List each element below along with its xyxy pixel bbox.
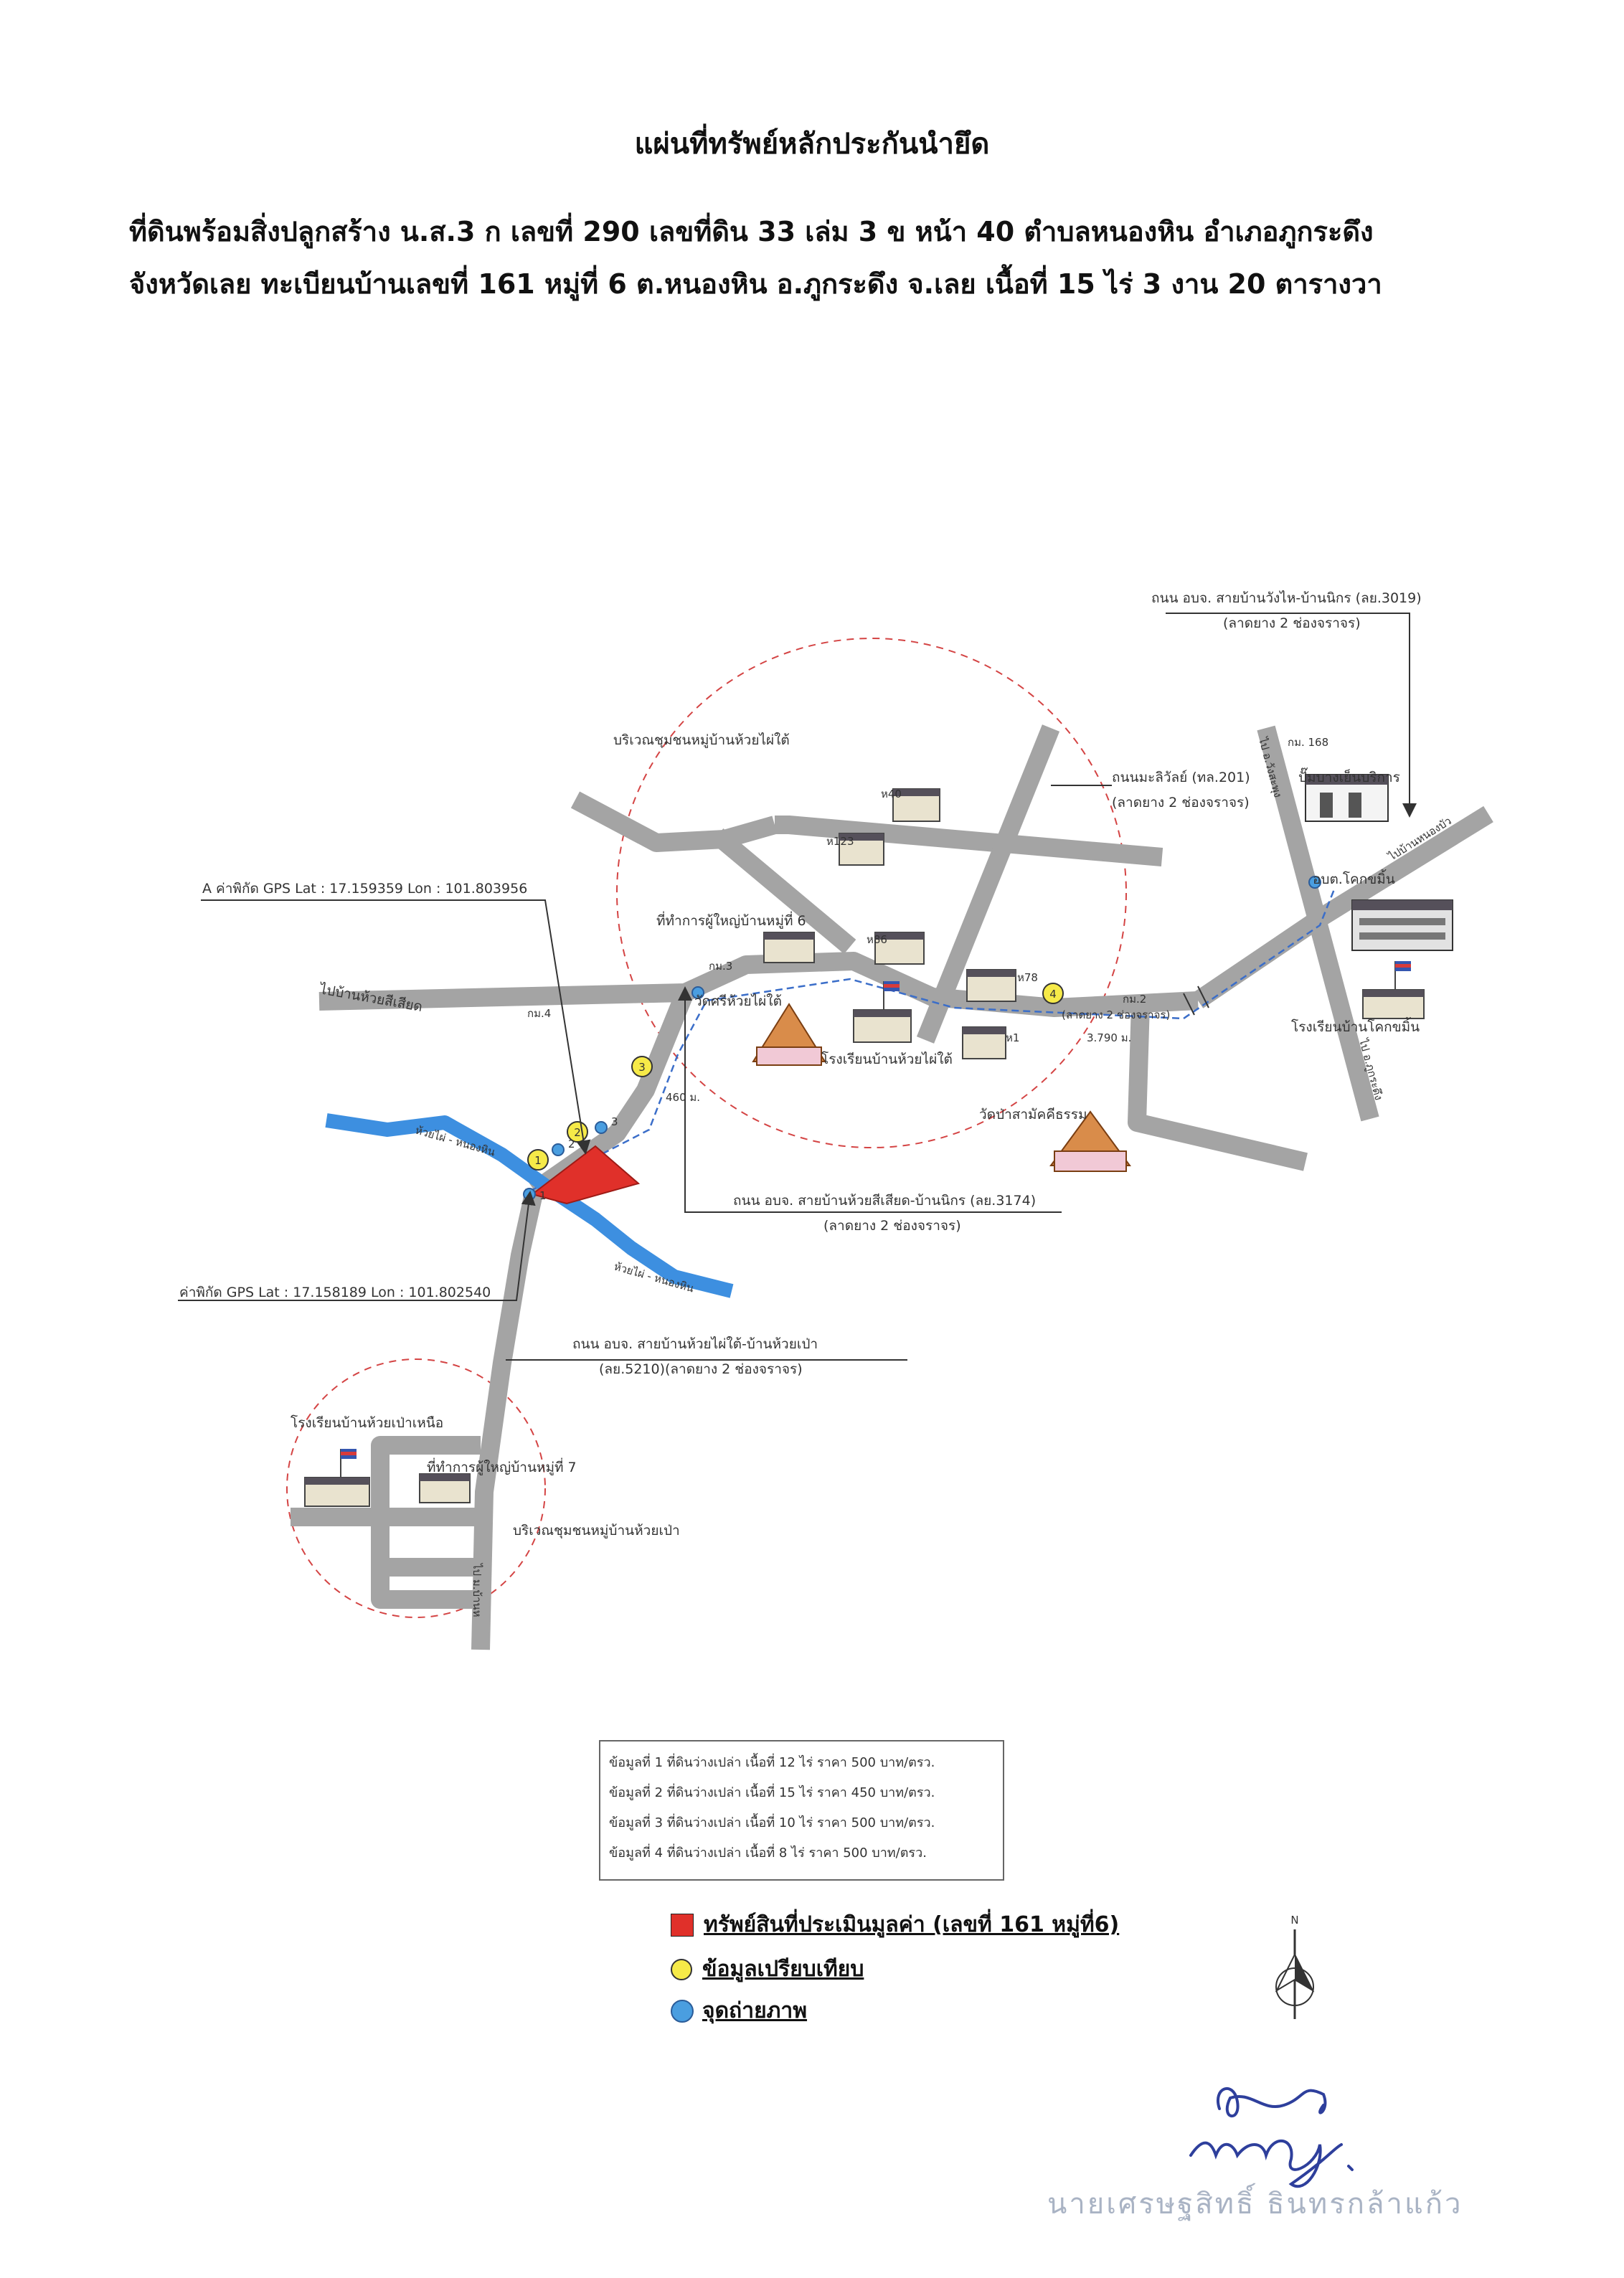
subject-swatch-icon [671, 1913, 694, 1937]
camera-point-icon [671, 1999, 694, 2023]
school-khok-khamin [1362, 961, 1425, 1019]
svg-text:1: 1 [534, 1154, 542, 1167]
route-line [530, 889, 1336, 1192]
legend-comparable: ข้อมูลเปรียบเทียบ [671, 1952, 864, 1986]
gas-station [1305, 774, 1389, 822]
page-title: แผ่นที่ทรัพย์หลักประกันนำยึด [634, 128, 990, 161]
road-201 [1257, 725, 1379, 1122]
community-north-label: บริเวณชุมชนหมู่บ้านห้วยไผ่ใต้ [613, 732, 790, 749]
house-86-label: ห86 [867, 933, 887, 946]
legend-photo-label: จุดถ่ายภาพ [702, 1998, 808, 2023]
svg-text:4: 4 [1049, 988, 1057, 1001]
distance-460-label: 460 ม. [666, 1091, 700, 1104]
road-3019-label: ถนน อบจ. สายบ้านวังไห-บ้านนิกร (ลย.3019) [1151, 590, 1422, 606]
school-huai-phai [853, 981, 912, 1043]
house-40-label: ห40 [881, 788, 902, 800]
comparable-data-row-1: ข้อมูลที่ 1 ที่ดินว่างเปล่า เนื้อที่ 12 … [609, 1755, 935, 1770]
house-123-label: ห123 [826, 835, 854, 848]
subject-parcel [530, 1145, 641, 1205]
district-office-label: อบต.โคกขมิ้น [1313, 869, 1395, 887]
road-3019-surface: (ลาดยาง 2 ช่องจราจร) [1223, 615, 1361, 631]
comparable-marker-1 [527, 1149, 549, 1171]
road-south-village-frame [371, 1436, 481, 1609]
district-office-building [1351, 899, 1453, 951]
signature-name: นายเศรษฐสิทธิ์ ธินทรกล้าแก้ว [1047, 2188, 1463, 2221]
legend-photo: จุดถ่ายภาพ [671, 1994, 807, 2028]
road-5210-label: ถนน อบจ. สายบ้านห้วยไผ่ใต้-บ้านห้วยเป่า [572, 1336, 818, 1352]
community-south-label: บริเวณชุมชนหมู่บ้านห้วยเป่า [513, 1523, 680, 1539]
distance-3790-label: 3.790 ม. [1087, 1031, 1131, 1044]
leader-lines [178, 613, 1417, 1361]
village-head-6-label: ที่ทำการผู้ใหญ่บ้านหมู่ที่ 6 [656, 911, 806, 929]
community-circle-north [616, 638, 1127, 1148]
road-2lane-label: (ลาดยาง 2 ช่องจราจร) [1062, 1008, 1170, 1021]
school-huai-phai-label: โรงเรียนบ้านห้วยไผ่ใต้ [821, 1051, 953, 1067]
gps-point-a-label: A ค่าพิกัด GPS Lat : 17.159359 Lon : 101… [202, 881, 527, 897]
temple-huai-phai-label: วัดศรีห้วยไผ่ใต้ [694, 993, 782, 1009]
legend-subject-label: ทรัพย์สินที่ประเมินมูลค่า (เลขที่ 161 หม… [704, 1912, 1120, 1937]
svg-text:2: 2 [568, 1138, 575, 1150]
road-201-label: ถนนมะลิวัลย์ (ทล.201) [1112, 770, 1250, 785]
svg-text:3: 3 [638, 1061, 646, 1074]
km-168-label: กม. 168 [1288, 736, 1328, 749]
school-huai-pao-label: โรงเรียนบ้านห้วยเป่าเหนือ [291, 1414, 443, 1431]
comparable-circle-icon [671, 1958, 692, 1980]
road-5210-surface: (ลย.5210)(ลาดยาง 2 ช่องจราจร) [599, 1361, 803, 1377]
km-2-label: กม.2 [1123, 993, 1146, 1006]
road-3174-surface: (ลาดยาง 2 ช่องจราจร) [823, 1218, 961, 1234]
to-village-label: ไป ม.บ้านห [471, 1563, 483, 1617]
road-diagonal-north [916, 724, 1060, 1044]
svg-text:2: 2 [574, 1126, 581, 1139]
subtitle-line-2: จังหวัดเลย ทะเบียนบ้านเลขที่ 161 หมู่ที่… [129, 268, 1382, 300]
signature [1189, 2086, 1354, 2188]
road-south-east [1128, 1003, 1308, 1171]
temple-forest-label: วัดป่าสามัคคีธรรม [979, 1107, 1087, 1123]
bridge [1183, 986, 1209, 1016]
comparable-data-row-3: ข้อมูลที่ 3 ที่ดินว่างเปล่า เนื้อที่ 10 … [609, 1815, 935, 1830]
road-3174-label: ถนน อบจ. สายบ้านห้วยสีเสียด-บ้านนิกร (ลย… [733, 1193, 1036, 1209]
comparable-data-box: ข้อมูลที่ 1 ที่ดินว่างเปล่า เนื้อที่ 12 … [599, 1740, 1004, 1881]
road-201-surface: (ลาดยาง 2 ช่องจราจร) [1112, 795, 1250, 810]
school-khok-khamin-label: โรงเรียนบ้านโคกขมิ้น [1291, 1017, 1420, 1035]
buildings [304, 774, 1453, 1507]
gps-point-b-label: ค่าพิกัด GPS Lat : 17.158189 Lon : 101.8… [179, 1285, 491, 1300]
svg-text:1: 1 [539, 1189, 547, 1202]
village-head-7-label: ที่ทำการผู้ใหญ่บ้านหมู่ที่ 7 [427, 1457, 577, 1475]
temple-forest [1049, 1110, 1131, 1172]
photo-point-3 [595, 1121, 608, 1134]
comparable-marker-4 [1042, 983, 1064, 1004]
road-north-fork [711, 828, 856, 954]
road-north-east [775, 816, 1163, 866]
north-arrow: N [1275, 1914, 1315, 2019]
school-huai-pao [304, 1449, 370, 1507]
legend-comparable-label: ข้อมูลเปรียบเทียบ [702, 1957, 864, 1982]
comparable-data-row-4: ข้อมูลที่ 4 ที่ดินว่างเปล่า เนื้อที่ 8 ไ… [609, 1845, 927, 1861]
svg-text:N: N [1290, 1914, 1298, 1927]
house-1-label: ห1 [1006, 1031, 1019, 1044]
legend-subject: ทรัพย์สินที่ประเมินมูลค่า (เลขที่ 161 หม… [671, 1908, 1119, 1942]
photo-points: 1 2 3 [523, 876, 1321, 1202]
house-78-label: ห78 [1017, 971, 1038, 984]
svg-text:3: 3 [611, 1115, 618, 1128]
photo-point-east [1308, 876, 1321, 889]
photo-point-2 [552, 1143, 565, 1156]
gas-station-label: ปั๊มบางเย็นบริการ [1298, 767, 1400, 785]
photo-point-village [691, 986, 704, 999]
community-circle-south [286, 1358, 546, 1618]
road-north-west [570, 791, 778, 852]
subtitle-line-1: ที่ดินพร้อมสิ่งปลูกสร้าง น.ส.3 ก เลขที่ … [129, 216, 1374, 247]
km-3-label: กม.3 [709, 960, 732, 973]
comparable-marker-3 [631, 1056, 653, 1077]
km-4-label: กม.4 [527, 1007, 551, 1020]
comparable-data-row-2: ข้อมูลที่ 2 ที่ดินว่างเปล่า เนื้อที่ 15 … [609, 1785, 935, 1800]
temple-huai-phai [752, 1003, 826, 1066]
